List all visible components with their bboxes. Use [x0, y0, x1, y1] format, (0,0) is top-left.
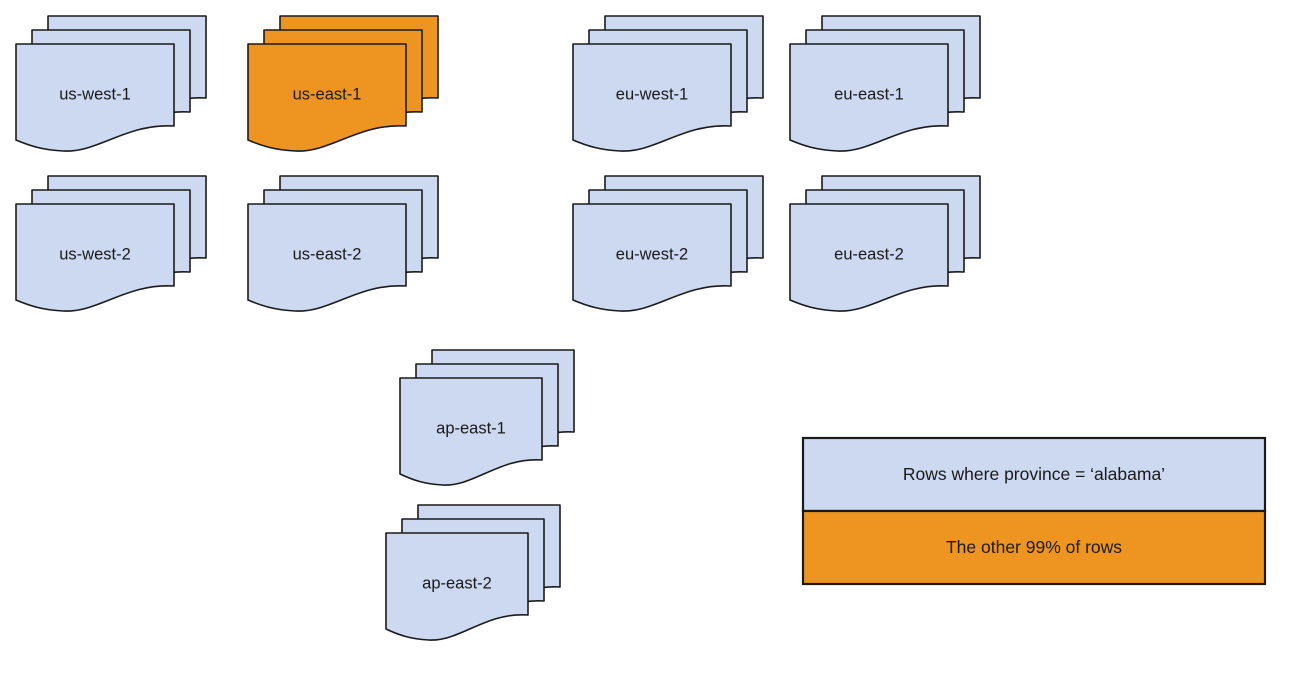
- stack-ap-east-1[interactable]: ap-east-1: [399, 349, 575, 486]
- stack-layer-3: [789, 43, 949, 152]
- stack-eu-east-1[interactable]: eu-east-1: [789, 15, 981, 152]
- stack-us-west-1[interactable]: us-west-1: [15, 15, 207, 152]
- stack-eu-west-2[interactable]: eu-west-2: [572, 175, 764, 312]
- stack-label-eu-east-2: eu-east-2: [834, 245, 904, 263]
- legend-row-highlight-swatch: [801, 509, 1267, 586]
- legend-row-highlight-label: The other 99% of rows: [946, 537, 1122, 557]
- legend-row-normal-label: Rows where province = ‘alabama’: [903, 464, 1165, 484]
- stack-us-east-1[interactable]: us-east-1: [247, 15, 439, 152]
- stack-layer-3: [572, 203, 732, 312]
- stack-label-ap-east-1: ap-east-1: [436, 419, 506, 437]
- stack-label-us-east-2: us-east-2: [293, 245, 362, 263]
- stack-label-us-west-1: us-west-1: [59, 85, 131, 103]
- stack-label-ap-east-2: ap-east-2: [422, 574, 492, 592]
- stack-label-us-west-2: us-west-2: [59, 245, 131, 263]
- stack-layer-3: [247, 43, 407, 152]
- stack-layer-3: [15, 203, 175, 312]
- stack-layer-3: [385, 532, 529, 641]
- stack-layer-3: [399, 377, 543, 486]
- stack-layer-3: [572, 43, 732, 152]
- stack-label-us-east-1: us-east-1: [293, 85, 362, 103]
- stack-layer-3: [247, 203, 407, 312]
- stack-layer-3: [15, 43, 175, 152]
- stack-us-west-2[interactable]: us-west-2: [15, 175, 207, 312]
- stack-us-east-2[interactable]: us-east-2: [247, 175, 439, 312]
- stack-group: us-west-1 us-east-1 eu-west-1 eu-east-1 us-w…: [15, 15, 981, 641]
- stack-label-eu-east-1: eu-east-1: [834, 85, 904, 103]
- stack-ap-east-2[interactable]: ap-east-2: [385, 504, 561, 641]
- stack-label-eu-west-2: eu-west-2: [616, 245, 688, 263]
- legend-row-normal: Rows where province = ‘alabama’: [801, 436, 1267, 513]
- legend-row-highlight: The other 99% of rows: [801, 509, 1267, 586]
- stack-layer-3: [789, 203, 949, 312]
- stack-eu-east-2[interactable]: eu-east-2: [789, 175, 981, 312]
- legend-row-normal-swatch: [801, 436, 1267, 513]
- stack-eu-west-1[interactable]: eu-west-1: [572, 15, 764, 152]
- stack-label-eu-west-1: eu-west-1: [616, 85, 688, 103]
- legend: Rows where province = ‘alabama’ The other…: [801, 436, 1267, 586]
